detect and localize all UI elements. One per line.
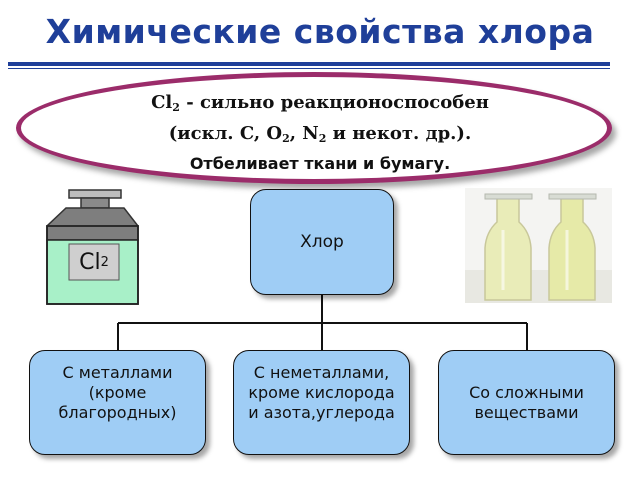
- jar-left: [484, 197, 532, 301]
- info-line-2-part2: , N: [289, 123, 319, 144]
- info-ellipse: [16, 72, 612, 184]
- bottle-shoulder: [46, 207, 139, 241]
- node-with-metals-line3: благородных): [58, 403, 177, 422]
- info-line-2-part3: и некот. др.).: [326, 123, 472, 144]
- info-text: Cl2 - сильно реакционоспособен (искл. C,…: [60, 90, 580, 176]
- title-underline-thin: [8, 68, 610, 69]
- info-line-1-text: - сильно реакционоспособен: [179, 92, 489, 113]
- info-line-2: (искл. C, O2, N2 и некот. др.).: [60, 121, 580, 152]
- node-with-metals: С металлами (кроме благородных): [29, 350, 206, 455]
- page-title: Химические свойства хлора: [45, 12, 595, 51]
- jar-left-lid: [484, 193, 533, 200]
- chlorine-formula: Cl: [151, 92, 173, 113]
- tree-connectors: [117, 295, 528, 350]
- bottle-label-symbol: Cl: [79, 249, 101, 275]
- jar-right: [548, 197, 596, 301]
- node-with-complex-substances-line2: веществами: [474, 402, 579, 422]
- bottle-label-plate: [68, 243, 120, 281]
- jar-right-lid: [548, 193, 597, 200]
- node-with-complex-substances: Со сложными веществами: [438, 350, 615, 455]
- info-line-2-part1: (искл. C, O: [168, 123, 283, 144]
- info-line-1: Cl2 - сильно реакционоспособен: [60, 90, 580, 121]
- node-with-nonmetals-line2: кроме кислорода: [248, 383, 395, 402]
- info-line-2-sub1: 2: [282, 132, 290, 145]
- node-with-complex-substances-line1: Со сложными: [469, 382, 584, 402]
- node-with-nonmetals-line3: и азота,углерода: [248, 403, 395, 422]
- node-with-metals-line2: (кроме: [88, 383, 147, 402]
- gas-bottle-illustration: [46, 189, 139, 305]
- node-chlorine-label: Хлор: [300, 232, 344, 252]
- bottle-cap-top: [68, 189, 122, 199]
- info-line-3: Отбеливает ткани и бумагу.: [189, 154, 451, 173]
- info-line-2-sub2: 2: [318, 132, 327, 145]
- bottle-label-sub: 2: [100, 254, 109, 270]
- title-underline-thick: [8, 62, 610, 66]
- chlorine-formula-sub: 2: [172, 101, 180, 114]
- node-with-nonmetals-line1: С неметаллами,: [253, 363, 390, 382]
- node-with-metals-line1: С металлами: [62, 363, 173, 382]
- bottle-body-outline: [46, 225, 139, 305]
- node-with-nonmetals: С неметаллами, кроме кислорода и азота,у…: [233, 350, 410, 455]
- chlorine-jars-photo: [465, 188, 612, 303]
- bottle-neck: [80, 197, 110, 209]
- node-chlorine: Хлор: [250, 189, 394, 295]
